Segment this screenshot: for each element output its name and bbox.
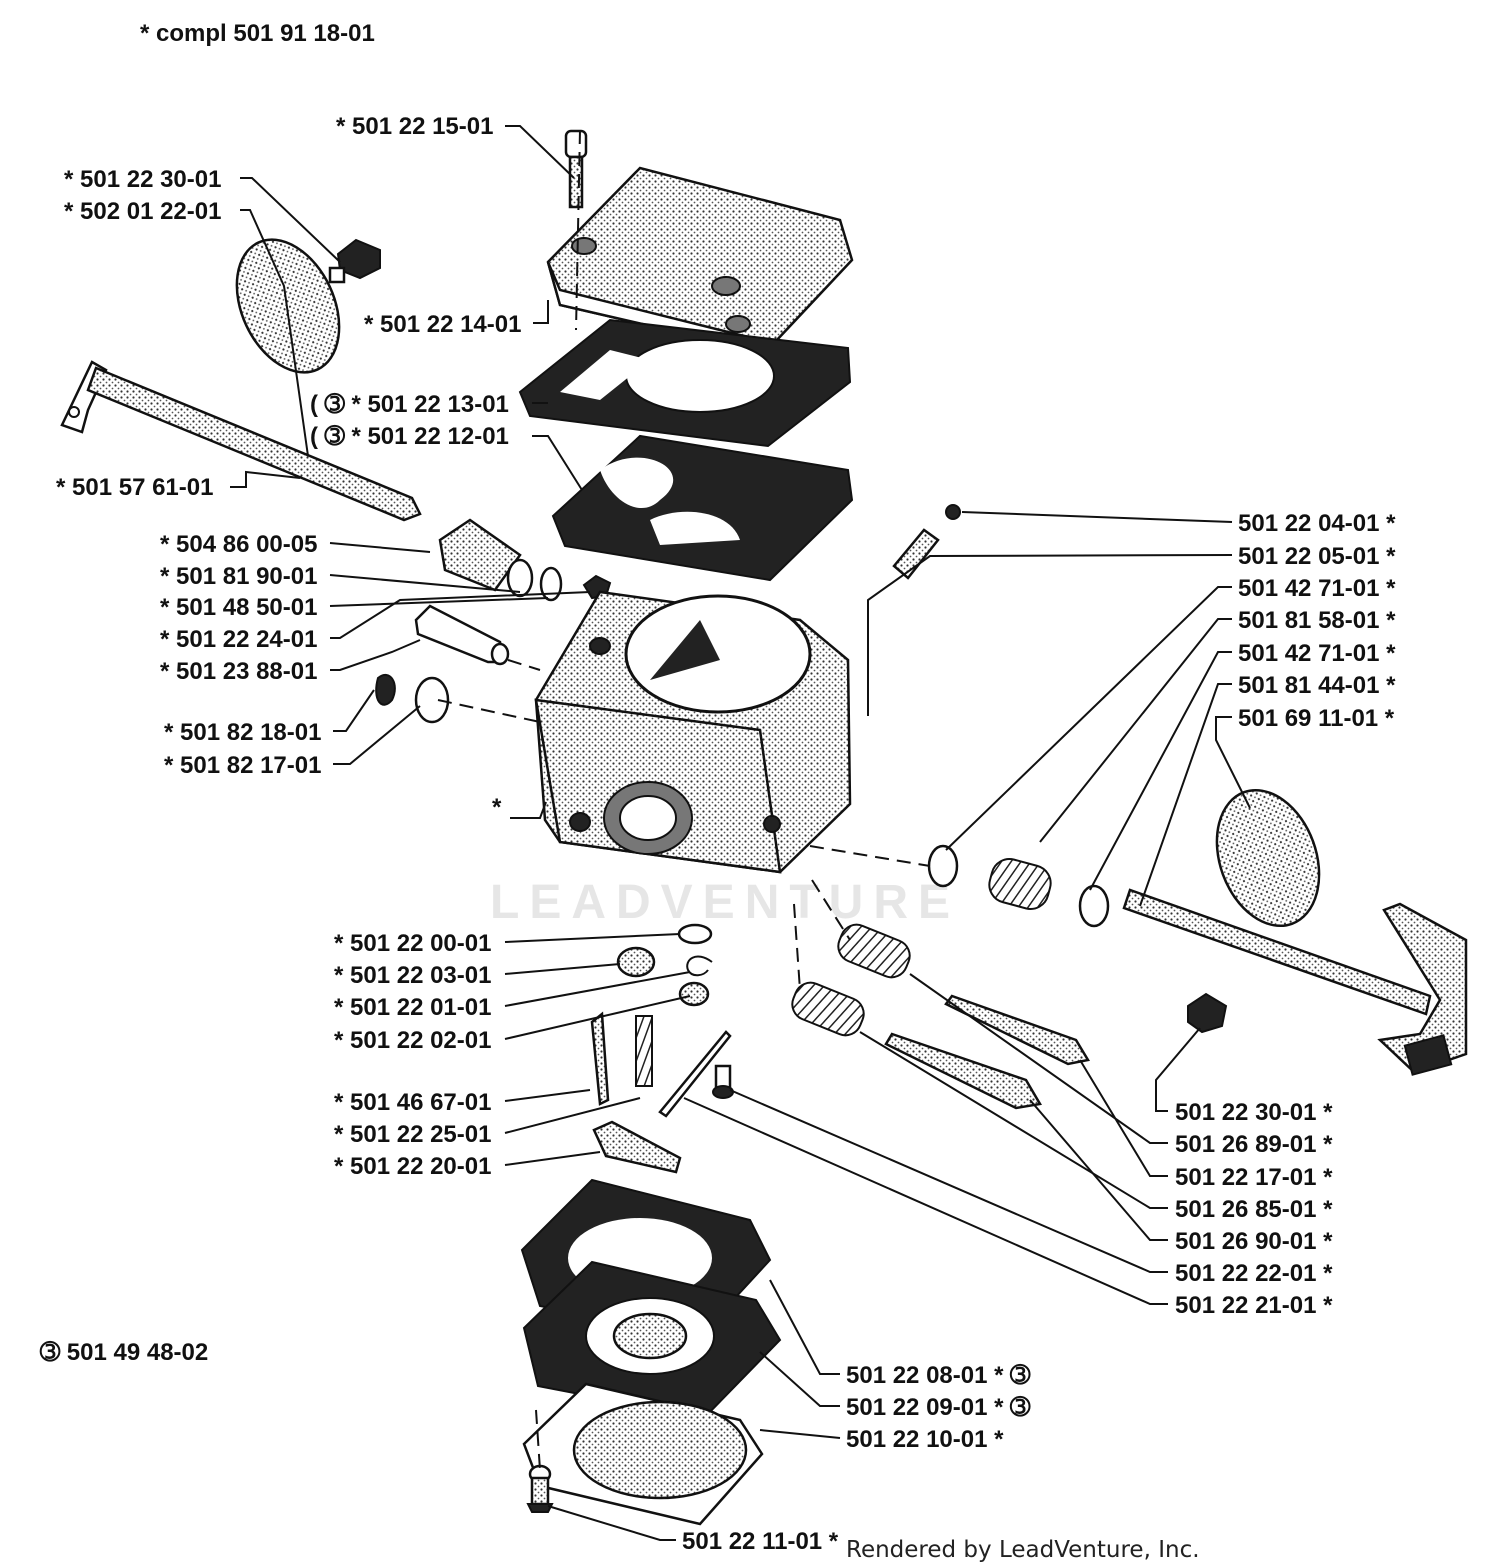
kit-number: ➂ 501 49 48-02	[39, 1339, 208, 1366]
part-label: 501 42 71-01 *	[1238, 575, 1396, 602]
part-label: * 501 22 30-01	[64, 166, 221, 193]
needle-seal-ring	[927, 844, 959, 888]
part-label: * 501 82 18-01	[164, 719, 321, 746]
pump-diaphragm	[551, 434, 854, 582]
leader-lines	[230, 125, 1251, 1541]
assembly-number: * compl 501 91 18-01	[140, 20, 375, 47]
watermark: LEADVENTURE	[490, 876, 960, 929]
low-speed-spring	[791, 981, 865, 1037]
needle-valve-seat	[678, 981, 710, 1007]
lever-screw	[712, 1064, 734, 1099]
part-label: * 501 46 67-01	[334, 1089, 491, 1116]
part-label: 501 26 85-01 *	[1175, 1196, 1333, 1223]
throttle-plate-screw	[1187, 992, 1228, 1034]
high-speed-spring	[837, 923, 911, 979]
part-label: * 501 22 03-01	[334, 962, 491, 989]
part-label: 501 42 71-01 *	[1238, 640, 1396, 667]
carburetor-body	[534, 590, 852, 874]
part-label: * 501 22 15-01	[336, 113, 493, 140]
part-label: * 501 23 88-01	[160, 658, 317, 685]
part-label: * 501 22 24-01	[160, 626, 317, 653]
part-label: * 501 22 25-01	[334, 1121, 491, 1148]
part-label: * 504 86 00-05	[160, 531, 317, 558]
high-speed-needle	[944, 994, 1090, 1066]
inlet-needle	[590, 1011, 610, 1106]
part-label: 501 22 04-01 *	[1238, 510, 1396, 537]
part-label: *	[492, 794, 502, 821]
check-ball	[945, 504, 961, 520]
part-label: 501 22 11-01 *	[682, 1528, 839, 1555]
part-label: * 501 48 50-01	[160, 594, 317, 621]
part-label: 501 22 21-01 *	[1175, 1292, 1333, 1319]
part-label: 501 22 10-01 *	[846, 1426, 1004, 1453]
metering-cover	[522, 1382, 764, 1526]
choke-plate-screw	[328, 238, 381, 284]
part-label: 501 22 17-01 *	[1175, 1164, 1333, 1191]
metering-diaphragm	[522, 1260, 782, 1420]
inlet-fitting	[438, 518, 534, 598]
inlet-washer	[539, 566, 563, 602]
part-label: 501 22 30-01 *	[1175, 1099, 1333, 1126]
low-speed-needle	[884, 1032, 1042, 1110]
part-label: * 502 01 22-01	[64, 198, 221, 225]
top-cover-screw	[564, 129, 588, 209]
spring-washer	[1078, 884, 1110, 928]
render-credit: Rendered by LeadVenture, Inc.	[846, 1537, 1200, 1563]
throttle-valve-plate	[1215, 788, 1321, 928]
part-label: * 501 22 02-01	[334, 1027, 491, 1054]
pump-needle-valve	[414, 604, 510, 666]
idle-spring	[988, 858, 1052, 910]
metering-lever-pin	[658, 1030, 732, 1118]
choke-valve-plate	[235, 238, 341, 374]
part-label: * 501 22 20-01	[334, 1153, 491, 1180]
retaining-clip	[375, 673, 396, 706]
part-label: * 501 22 14-01	[364, 311, 521, 338]
part-label: * 501 22 00-01	[334, 930, 491, 957]
metering-cover-screw	[526, 1464, 554, 1513]
part-label: 501 81 58-01 *	[1238, 607, 1396, 634]
throttle-shaft	[1122, 888, 1468, 1076]
bottom-label-column: 501 22 08-01 * ➂ 501 22 09-01 * ➂ 501 22…	[682, 1362, 1031, 1555]
part-label: 501 26 90-01 *	[1175, 1228, 1333, 1255]
right-label-column: 501 22 04-01 * 501 22 05-01 * 501 42 71-…	[1175, 510, 1396, 1319]
metering-lever	[592, 1120, 682, 1174]
check-valve-spring	[892, 528, 940, 580]
pump-cover	[546, 166, 854, 360]
part-label: * 501 22 01-01	[334, 994, 491, 1021]
part-label: * 501 81 90-01	[160, 563, 317, 590]
part-label: * 501 82 17-01	[164, 752, 321, 779]
part-label: 501 69 11-01 *	[1238, 705, 1395, 732]
sealing-washer	[414, 676, 450, 724]
left-label-column: * 501 22 15-01 * 501 22 30-01 * 502 01 2…	[56, 113, 521, 1180]
lock-ring	[686, 955, 713, 977]
part-label: 501 22 08-01 * ➂	[846, 1362, 1031, 1389]
part-label: 501 81 44-01 *	[1238, 672, 1396, 699]
choke-shaft	[60, 360, 422, 522]
metering-spring	[635, 1015, 653, 1087]
o-ring	[677, 923, 713, 945]
filter-screen	[616, 946, 656, 978]
part-label: * 501 57 61-01	[56, 474, 213, 501]
part-label: 501 22 22-01 *	[1175, 1260, 1333, 1287]
pump-gasket	[518, 318, 852, 448]
part-label: 501 22 09-01 * ➂	[846, 1394, 1031, 1421]
part-label: ( ➂ * 501 22 12-01	[310, 423, 509, 450]
part-label: 501 26 89-01 *	[1175, 1131, 1333, 1158]
part-label: ( ➂ * 501 22 13-01	[310, 391, 509, 418]
part-label: 501 22 05-01 *	[1238, 543, 1396, 570]
